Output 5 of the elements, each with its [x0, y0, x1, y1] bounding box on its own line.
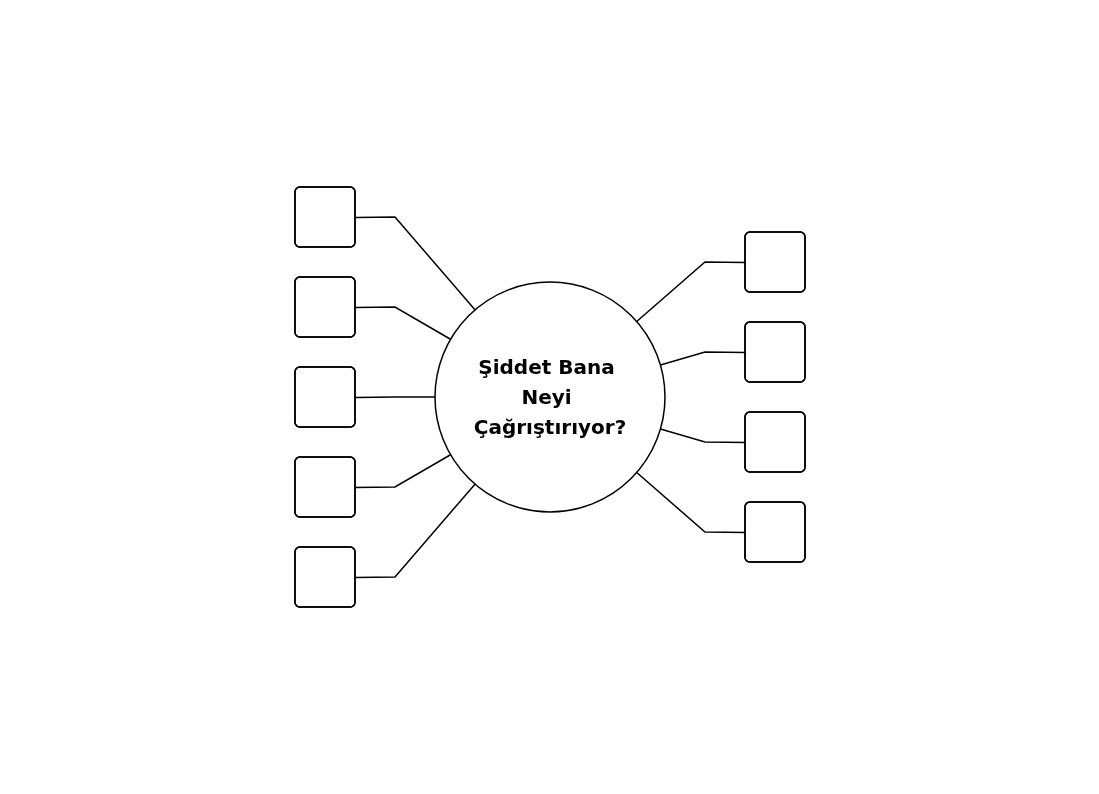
connector — [354, 216, 476, 311]
connector — [354, 483, 476, 579]
node-circle: Şiddet Bana Neyi Çağrıştırıyor? — [433, 281, 666, 513]
connector — [354, 306, 451, 340]
connector — [354, 454, 451, 489]
